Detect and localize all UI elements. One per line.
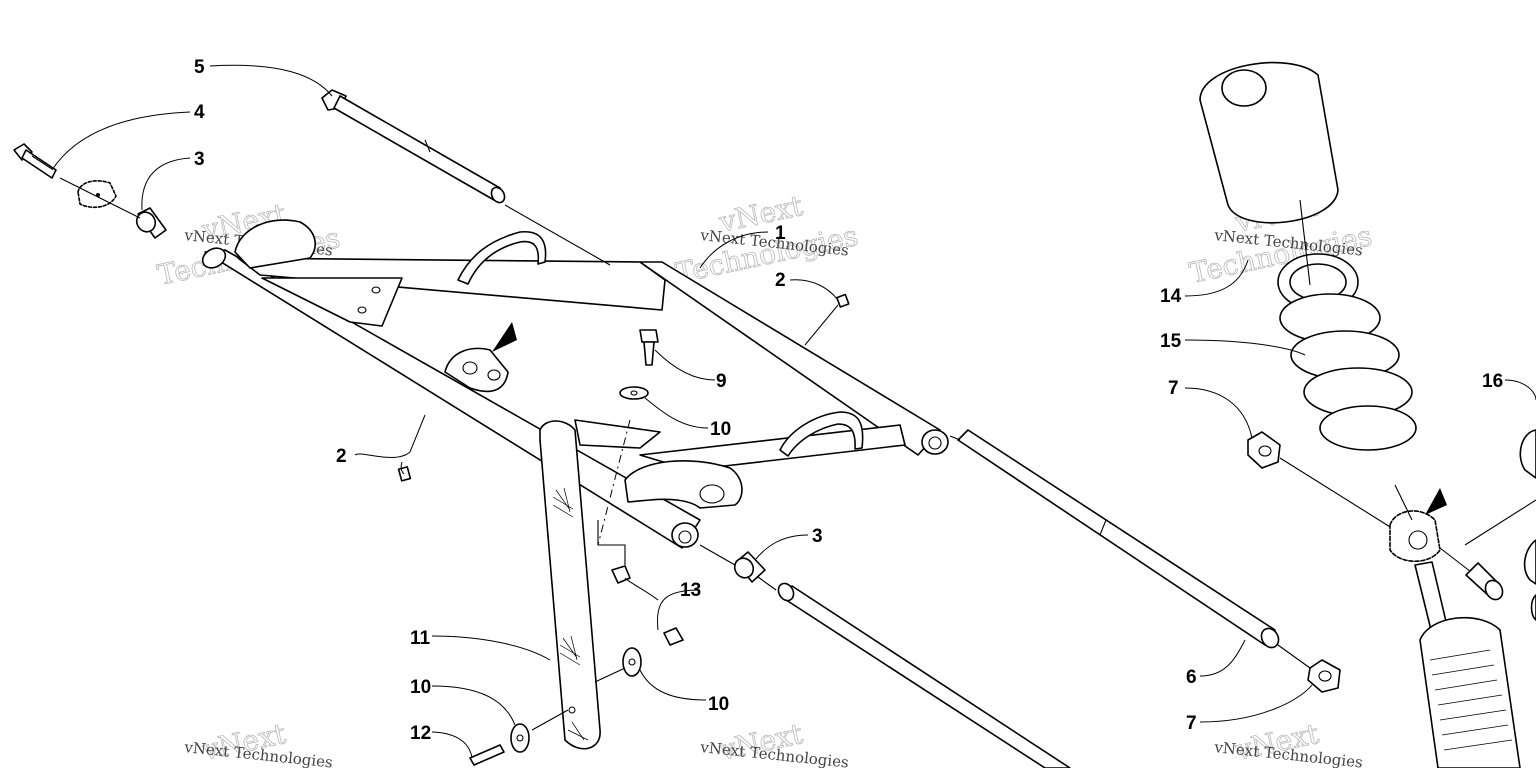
callout-7-top: 7 [1168,378,1179,399]
watermark-bottom-center: vNext vNext Technologies [699,717,850,768]
callout-15: 15 [1160,331,1182,352]
callout-2-right: 2 [775,270,786,291]
bushing-16 [1464,429,1536,621]
callout-16: 16 [1482,371,1503,392]
washer-10-left [510,723,530,753]
bolt-9 [639,329,659,366]
bolt-5 [321,89,506,204]
bushing-3-top [135,207,167,239]
watermark-bottom-right: vNext vNext Technologies [1213,717,1364,768]
arrow-marker-left [492,322,517,352]
callout-2-left: 2 [336,446,347,467]
nut-7-top [1247,431,1281,469]
grease-fitting-2-right [836,293,850,308]
callout-10-left: 10 [410,677,431,698]
center-line [597,419,631,546]
arrow-marker-right [1425,488,1447,515]
callout-1: 1 [775,223,786,244]
grease-fitting-2-left [397,466,412,482]
callout-10-bottom: 10 [708,694,729,715]
axis-line-6b [1277,644,1311,669]
bolt-4 [13,143,57,179]
callout-10-top: 10 [710,419,731,440]
shock-eye [1389,484,1476,576]
washer-10-bottom [622,647,642,677]
callout-labels: 5 4 3 1 2 2 9 10 3 13 11 10 10 12 14 15 … [194,57,1503,744]
callout-7-bottom: 7 [1186,713,1197,734]
callout-6: 6 [1186,667,1197,688]
axis-line-12 [531,709,569,731]
callout-9: 9 [716,371,727,392]
callout-3-bottom: 3 [812,526,823,547]
axis-line-10 [594,667,626,683]
callout-12: 12 [410,723,431,744]
bracket-11 [539,419,661,750]
axis-line-5 [504,204,611,266]
shock-body [1414,561,1521,768]
axis-line-7 [1279,457,1396,531]
nut-7-bottom [1307,659,1341,693]
bolt-12 [469,744,505,766]
axis-line-6 [949,435,961,441]
nut-13-bottom [663,627,684,646]
bushing-3-bottom [733,551,766,583]
watermark-bottom-left: vNext vNext Technologies [183,717,334,768]
callout-5: 5 [194,57,205,78]
shaft-6 [957,429,1280,649]
axis-line-4 [59,177,141,219]
axis-line-lower [757,576,777,591]
callout-11: 11 [410,628,431,649]
lower-tube [777,582,1071,768]
callout-3-top: 3 [194,149,205,170]
callout-13: 13 [680,580,701,601]
callout-4: 4 [194,102,205,123]
spring-15 [1277,199,1417,451]
axis-line-3 [699,544,736,566]
washer-10-top [619,386,649,400]
bump-stop-14 [1199,61,1339,224]
callout-14: 14 [1160,286,1182,307]
guide-line [597,520,626,565]
watermark-top-center: vNext Technologies vNext Technologies [672,189,861,291]
